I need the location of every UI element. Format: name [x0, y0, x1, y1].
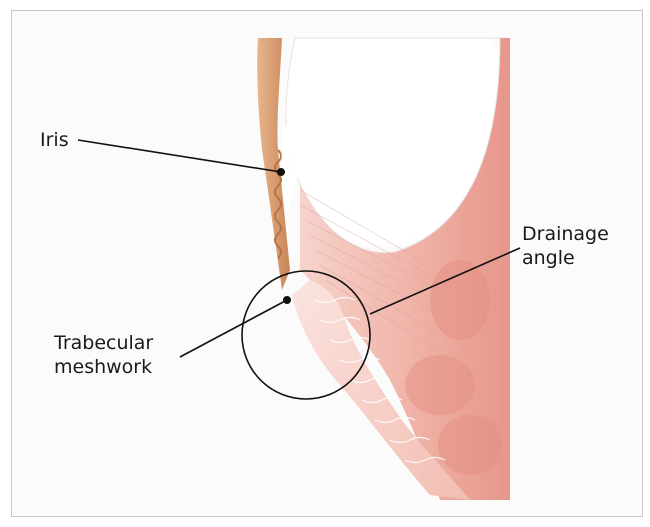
label-iris-text: Iris [40, 128, 69, 152]
iris-pointer-dot [277, 168, 285, 176]
label-trabecular-meshwork: Trabecular meshwork [54, 331, 153, 379]
label-trabecular-line-1: Trabecular [54, 331, 153, 355]
label-drainage-line-2: angle [522, 246, 609, 270]
trabecular-leader-line [180, 300, 287, 357]
label-trabecular-line-2: meshwork [54, 355, 153, 379]
label-drainage-angle: Drainage angle [522, 222, 609, 270]
label-iris: Iris [40, 128, 69, 152]
iris-leader-line [78, 140, 281, 172]
trabecular-pointer-dot [283, 296, 291, 304]
label-drainage-line-1: Drainage [522, 222, 609, 246]
